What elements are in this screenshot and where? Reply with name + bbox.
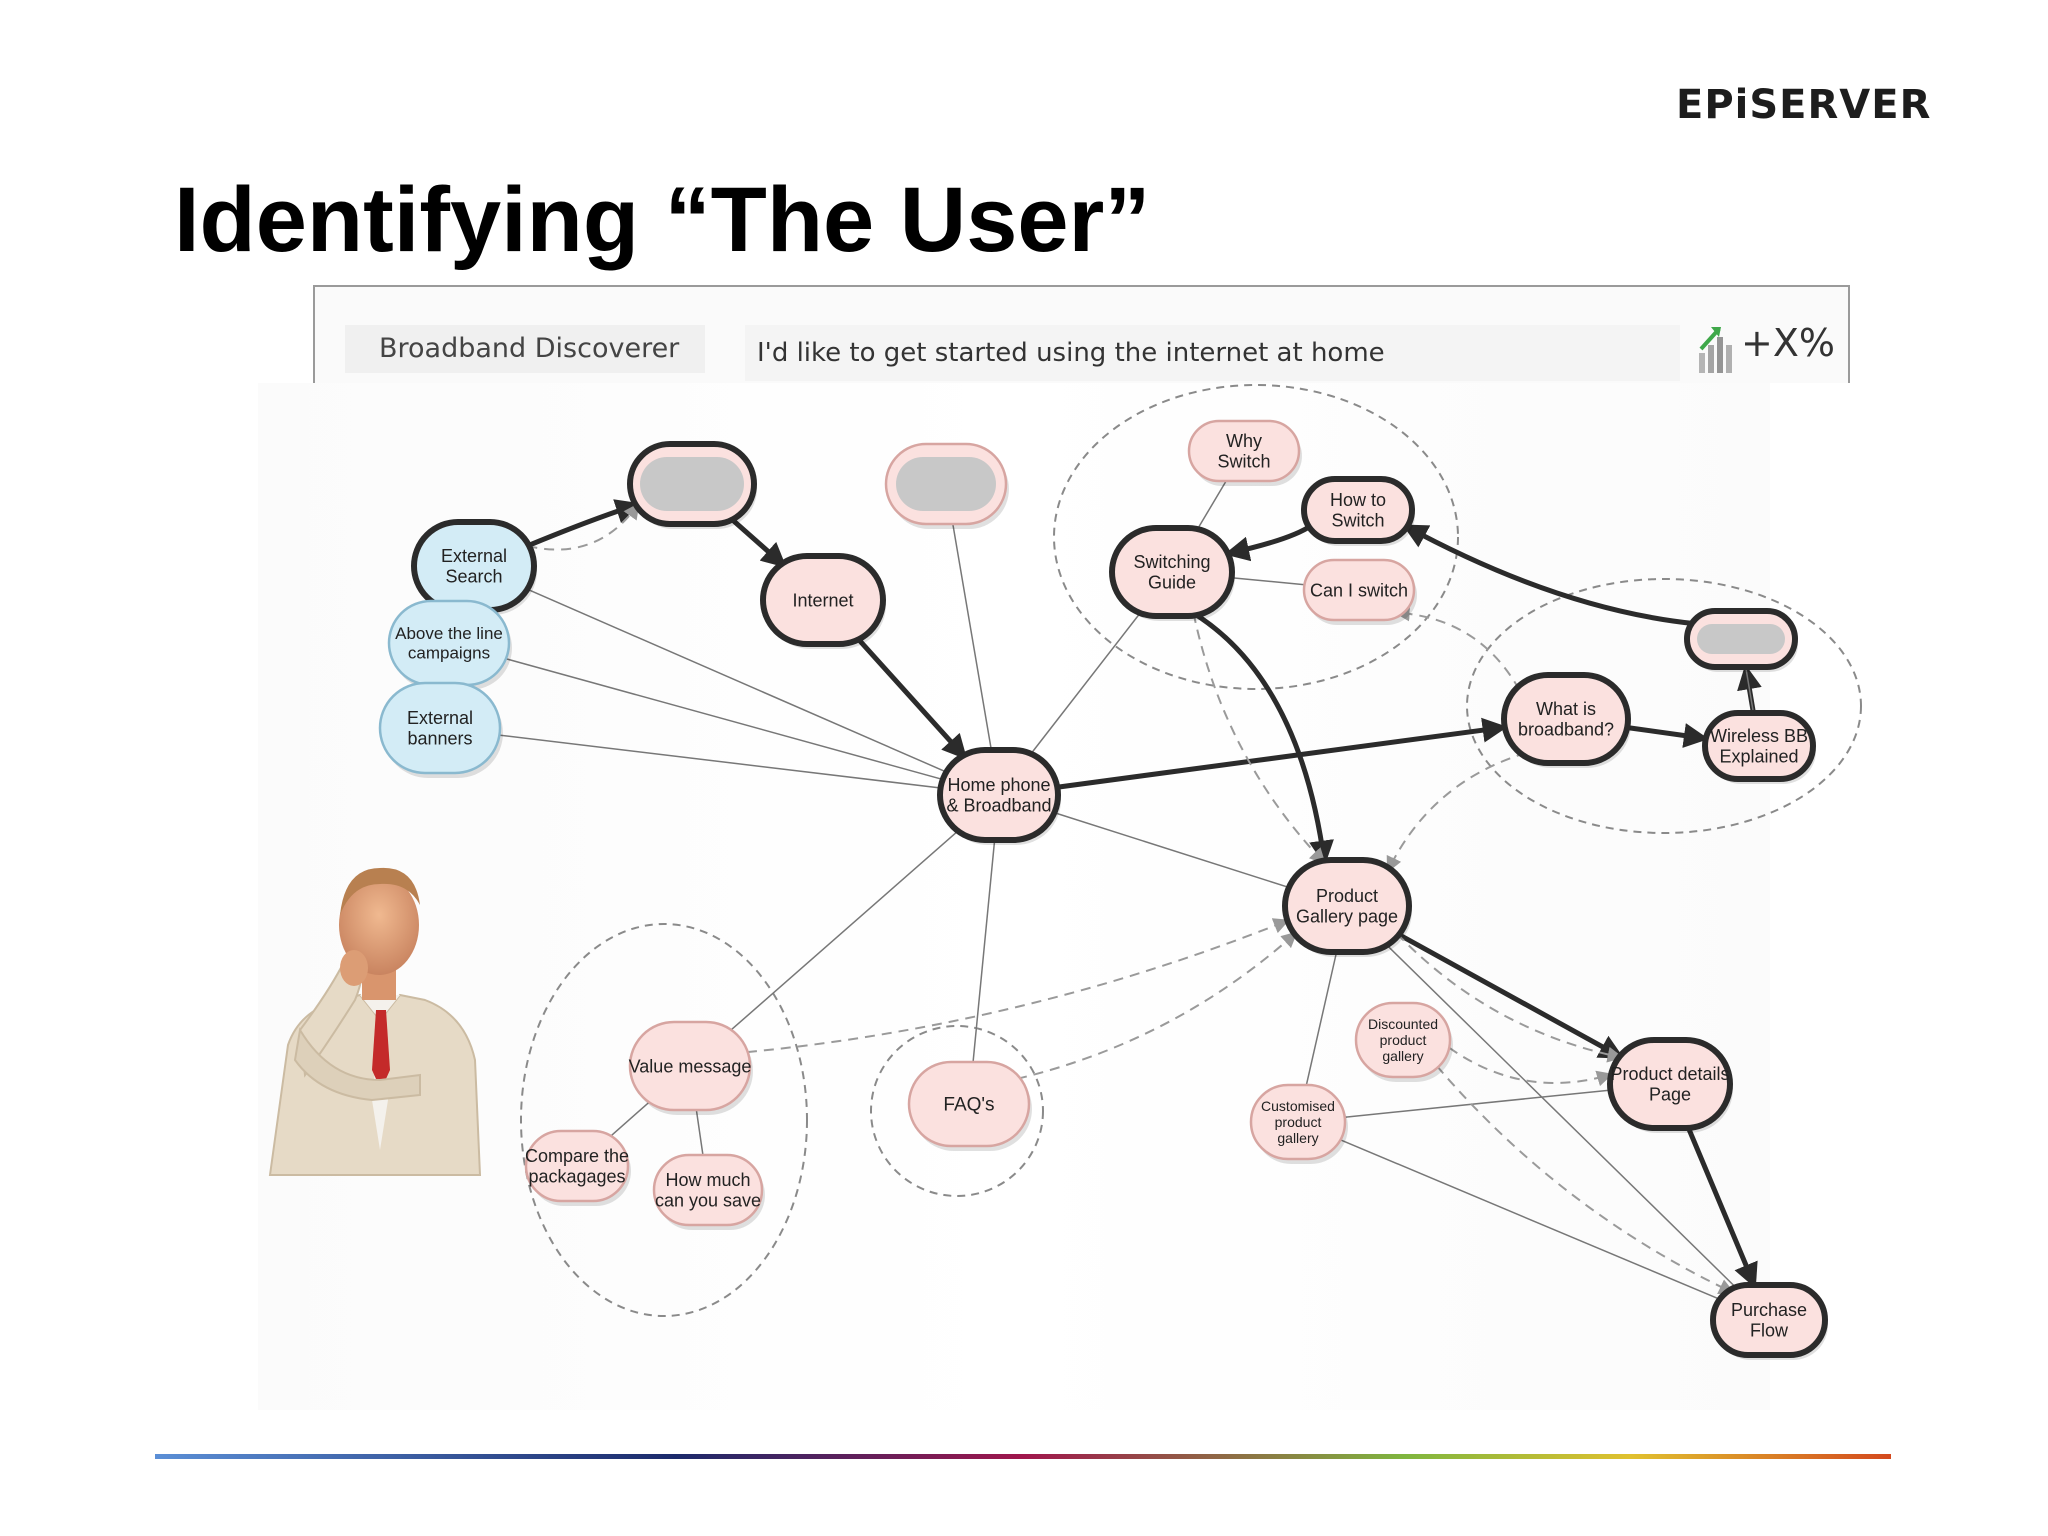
edge-discounted-purchase	[1435, 1065, 1736, 1294]
bar-chart-icon	[1699, 327, 1732, 373]
metric-indicator: +X%	[1695, 317, 1835, 377]
node-can-switch[interactable]: Can I switch	[1302, 558, 1417, 625]
node-groups	[520, 384, 1862, 1317]
slide-title: Identifying “The User”	[174, 169, 1151, 271]
edge-home_phone-value_msg	[727, 828, 961, 1033]
toolbar: Broadband Discoverer I'd like to get sta…	[313, 285, 1850, 383]
edge-gallery-details	[1396, 932, 1624, 1063]
metric-value: +X%	[1741, 321, 1835, 365]
edge-switch_guide-gallery	[1192, 612, 1326, 865]
edge-why_switch-switch_guide	[1195, 479, 1228, 533]
node-label: Home phone& Broadband	[946, 775, 1051, 816]
node-internet[interactable]: Internet	[760, 553, 886, 649]
edge-ext_search-home_phone	[525, 587, 949, 774]
edge-how_switch-switch_guide	[1224, 523, 1313, 562]
search-input[interactable]: I'd like to get started using the intern…	[745, 325, 1680, 381]
edge-switch_guide-home_phone	[1028, 609, 1143, 757]
edge-gallery-details	[1395, 931, 1625, 1060]
edge-home_phone-what_bb	[1056, 717, 1508, 790]
group-switching	[1053, 384, 1459, 690]
node-faqs[interactable]: FAQ's	[907, 1060, 1032, 1151]
edge-can_switch-switch_guide	[1231, 576, 1305, 586]
edge-switch_guide-gallery	[1192, 610, 1334, 866]
edge-what_bb-can_switch	[1393, 605, 1521, 691]
edge-ph1-internet	[726, 514, 787, 568]
node-label: Internet	[792, 590, 853, 610]
edge-value_msg-gallery	[746, 918, 1290, 1054]
edge-what_bb-wireless	[1626, 723, 1709, 748]
edge-ph3-how_switch	[1402, 523, 1696, 627]
edge-wireless-ph3	[1744, 666, 1755, 714]
node-value-msg[interactable]: Value message	[629, 1020, 753, 1115]
edge-internet-home_phone	[854, 635, 968, 760]
edge-ext_banners-home_phone	[499, 734, 941, 789]
edges	[499, 479, 1762, 1302]
edge-gallery-purchase	[1383, 942, 1740, 1292]
node-label: Value message	[629, 1056, 752, 1076]
edge-customised-purchase	[1339, 1138, 1723, 1302]
thinking-man-image	[268, 867, 482, 1176]
group-broadband	[1466, 578, 1862, 834]
node-ph3[interactable]	[1684, 608, 1798, 672]
node-home-phone[interactable]: Home phone& Broadband	[937, 747, 1061, 845]
group-value-message	[520, 923, 808, 1317]
node-label: FAQ's	[943, 1095, 994, 1116]
group-faqs	[870, 1025, 1044, 1197]
edge-value_msg-compare	[607, 1099, 653, 1139]
tab-broadband-discoverer[interactable]: Broadband Discoverer	[345, 325, 705, 373]
edge-value_msg-how_much	[695, 1109, 704, 1156]
footer-rule	[155, 1454, 1891, 1459]
node-ph2[interactable]	[884, 442, 1009, 529]
edge-home_phone-gallery	[1053, 811, 1291, 889]
edge-gallery-customised	[1305, 951, 1338, 1086]
node-label: Can I switch	[1310, 580, 1408, 600]
node-ph1[interactable]	[627, 441, 757, 529]
edge-ph2-home_phone	[952, 523, 993, 751]
edge-home_phone-faqs	[972, 839, 996, 1063]
edge-what_bb-gallery	[1386, 751, 1527, 873]
edge-ext_search-ph1	[527, 502, 640, 551]
edge-ext_search-ph1	[526, 499, 641, 549]
edge-discounted-details	[1448, 1046, 1613, 1087]
edge-above_line-home_phone	[504, 657, 944, 781]
edge-customised-details	[1344, 1089, 1611, 1118]
episerver-logo: EPiSERVER	[1676, 82, 1932, 128]
edge-faqs-gallery	[1016, 931, 1298, 1080]
edge-details-purchase	[1685, 1125, 1758, 1289]
